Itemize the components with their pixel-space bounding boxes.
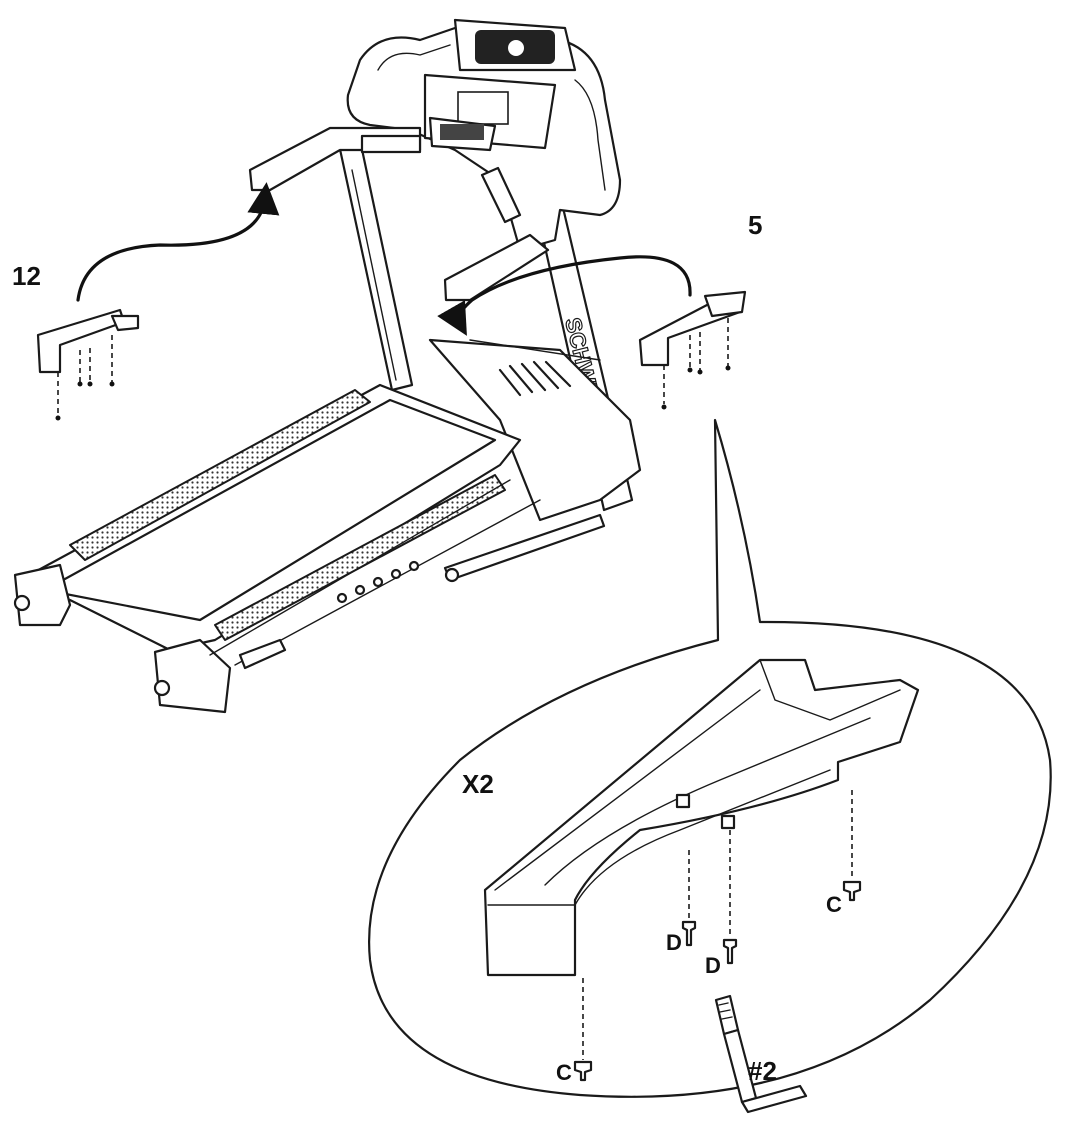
detail-callout-bubble: [368, 418, 1052, 1098]
screw-c-left: [573, 978, 593, 1082]
screwdriver-bit: [714, 994, 808, 1114]
part-12-small: [36, 308, 140, 421]
deck: [13, 383, 606, 714]
quantity-label: X2: [462, 769, 494, 799]
screw-label-c-right: C: [826, 892, 842, 917]
handlebar-right: [443, 166, 550, 302]
motor-hood: [428, 338, 642, 522]
side-holes: [336, 560, 420, 604]
arrow-left: [76, 182, 280, 302]
part-5-small: [638, 290, 747, 410]
handlebar-left: [248, 126, 422, 192]
screw-label-d-left: D: [666, 930, 682, 955]
arrow-right: [437, 255, 692, 336]
treadmill-illustration: SCHWINN: [13, 18, 642, 714]
screw-label-d-right: D: [705, 953, 721, 978]
tool-label: #2: [748, 1056, 777, 1086]
callout-label-5: 5: [748, 210, 762, 240]
screw-d-right: [722, 830, 738, 965]
callout-label-12: 12: [12, 261, 41, 291]
console-frame: [346, 18, 622, 252]
handlebar-cover-detail: [483, 658, 920, 977]
screw-c-right: [842, 790, 862, 902]
hood-vents: [498, 360, 572, 397]
incline-rail: [443, 513, 606, 583]
screw-d-left: [681, 850, 697, 947]
screw-label-c-left: C: [556, 1060, 572, 1085]
upright-left: [336, 138, 414, 392]
